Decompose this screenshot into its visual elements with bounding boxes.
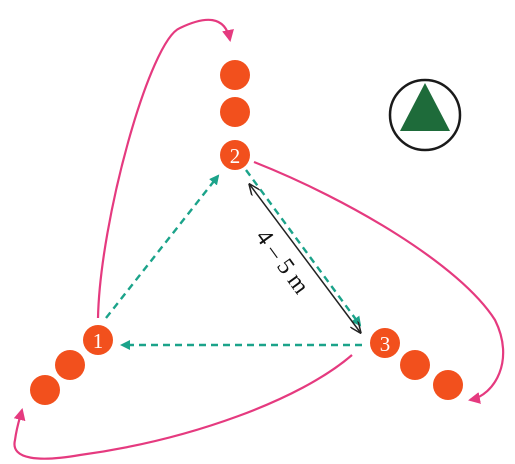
player-dot xyxy=(30,375,60,405)
player-dot xyxy=(400,350,430,380)
run-path-1-to-2 xyxy=(96,18,234,319)
distance-label: 4 – 5 m xyxy=(250,225,314,299)
station-2-marker xyxy=(220,140,250,170)
station-1-marker xyxy=(83,325,113,355)
player-dot xyxy=(220,97,250,127)
player-dot xyxy=(220,60,250,90)
green-triangle-in-circle-icon xyxy=(388,78,462,152)
station-1-label: 1 xyxy=(93,329,104,353)
station-3-label: 3 xyxy=(380,332,391,356)
run-path-3-to-1 xyxy=(13,354,353,460)
station-2-label: 2 xyxy=(230,144,241,168)
player-dot xyxy=(55,350,85,380)
distance-arrow xyxy=(250,185,360,332)
player-dot xyxy=(433,370,463,400)
station-3-marker xyxy=(370,328,400,358)
pass-line-1-to-2 xyxy=(105,174,220,319)
